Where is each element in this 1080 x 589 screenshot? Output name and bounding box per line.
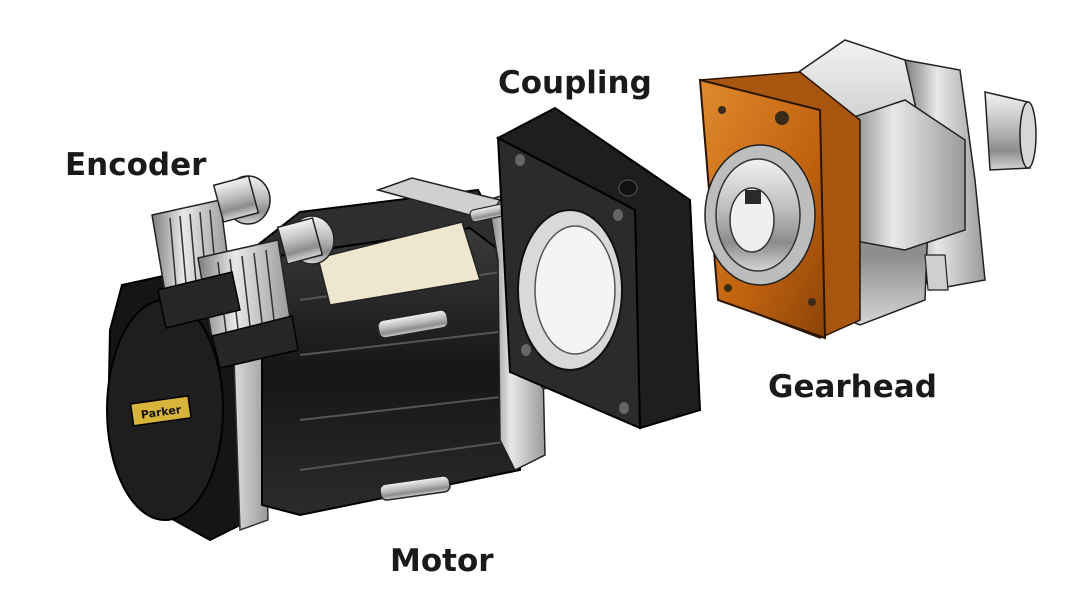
gearhead-label: Gearhead — [768, 369, 937, 405]
coupling-label: Coupling — [498, 65, 652, 101]
encoder-label: Encoder — [65, 147, 207, 183]
motor-label: Motor — [390, 543, 494, 579]
motor: Parker — [106, 177, 601, 542]
coupling — [495, 106, 702, 430]
gearhead — [698, 39, 1037, 340]
encoder — [151, 175, 335, 369]
motor-badge-text: Parker — [140, 403, 183, 422]
motor-badge: Parker — [129, 395, 192, 427]
